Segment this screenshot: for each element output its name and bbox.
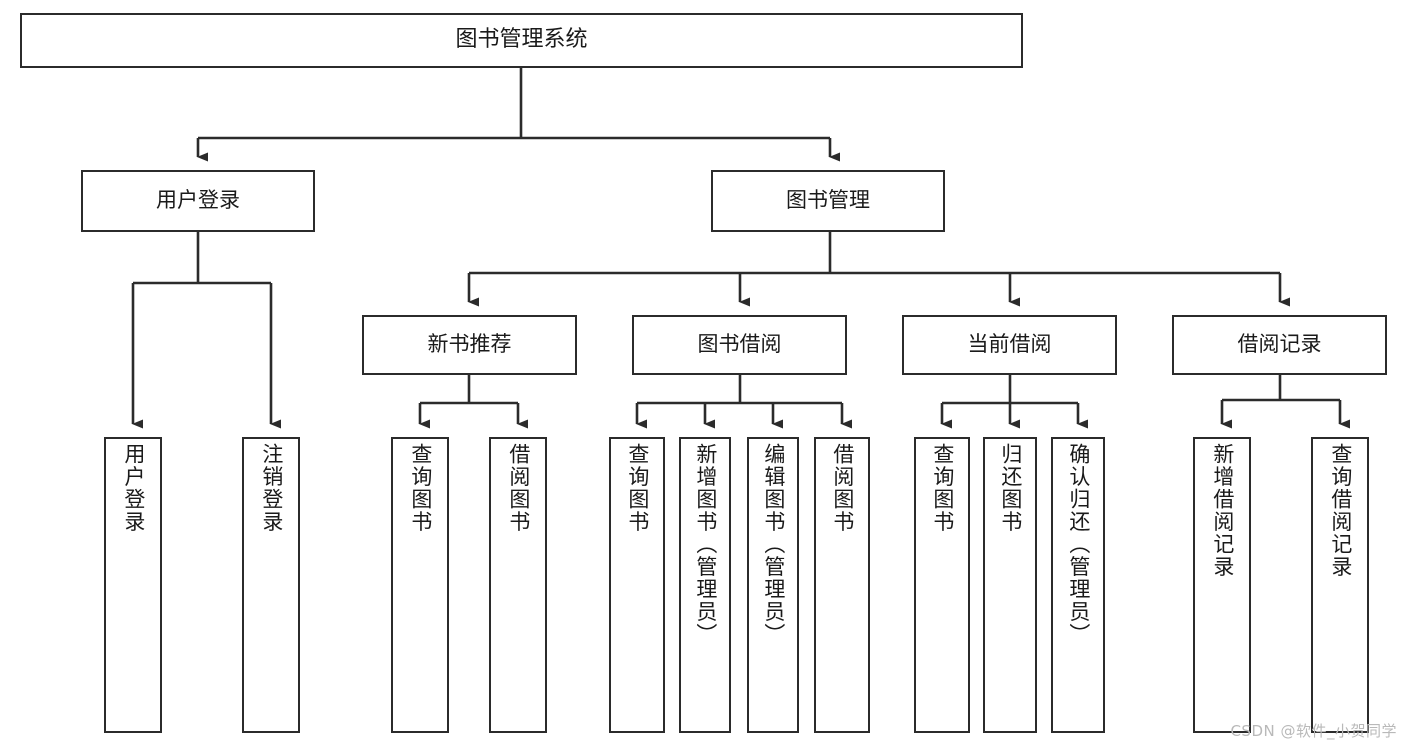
node-label: 新增图书（管理员）: [693, 443, 718, 646]
leaf-book-borrow-query[interactable]: 查询图书: [609, 437, 665, 733]
node-borrow-record[interactable]: 借阅记录: [1172, 315, 1387, 375]
node-label: 编辑图书（管理员）: [761, 443, 786, 646]
node-label: 查询图书: [408, 443, 433, 533]
leaf-user-login-logout[interactable]: 注销登录: [242, 437, 300, 733]
node-book-borrow[interactable]: 图书借阅: [632, 315, 847, 375]
leaf-borrow-record-query[interactable]: 查询借阅记录: [1311, 437, 1369, 733]
node-current-borrow[interactable]: 当前借阅: [902, 315, 1117, 375]
node-label: 新增借阅记录: [1210, 443, 1235, 578]
node-label: 用户登录: [121, 443, 146, 533]
leaf-current-borrow-query[interactable]: 查询图书: [914, 437, 970, 733]
node-user-login[interactable]: 用户登录: [81, 170, 315, 232]
leaf-book-borrow-add[interactable]: 新增图书（管理员）: [679, 437, 731, 733]
leaf-current-borrow-confirm-return[interactable]: 确认归还（管理员）: [1051, 437, 1105, 733]
node-label: 借阅图书: [506, 443, 531, 533]
node-label: 图书借阅: [697, 332, 782, 357]
leaf-book-borrow-borrow[interactable]: 借阅图书: [814, 437, 870, 733]
node-label: 借阅图书: [830, 443, 855, 533]
node-new-book-recommend[interactable]: 新书推荐: [362, 315, 577, 375]
node-label: 查询图书: [930, 443, 955, 533]
csdn-watermark: CSDN @软件_小贺同学: [1230, 722, 1397, 740]
node-root-system[interactable]: 图书管理系统: [20, 13, 1023, 68]
node-label: 查询图书: [625, 443, 650, 533]
node-book-management[interactable]: 图书管理: [711, 170, 945, 232]
node-label: 新书推荐: [427, 332, 512, 357]
leaf-current-borrow-return[interactable]: 归还图书: [983, 437, 1037, 733]
node-label: 借阅记录: [1237, 332, 1322, 357]
node-label: 用户登录: [156, 188, 240, 213]
node-label: 当前借阅: [967, 332, 1052, 357]
node-label: 图书管理: [786, 188, 870, 213]
node-label: 注销登录: [259, 443, 284, 533]
node-label: 查询借阅记录: [1328, 443, 1353, 578]
leaf-book-borrow-edit[interactable]: 编辑图书（管理员）: [747, 437, 799, 733]
leaf-new-book-borrow[interactable]: 借阅图书: [489, 437, 547, 733]
node-label: 确认归还（管理员）: [1066, 443, 1091, 646]
node-label: 归还图书: [998, 443, 1023, 533]
leaf-new-book-query[interactable]: 查询图书: [391, 437, 449, 733]
node-label: 图书管理系统: [455, 27, 588, 53]
leaf-user-login-login[interactable]: 用户登录: [104, 437, 162, 733]
leaf-borrow-record-add[interactable]: 新增借阅记录: [1193, 437, 1251, 733]
